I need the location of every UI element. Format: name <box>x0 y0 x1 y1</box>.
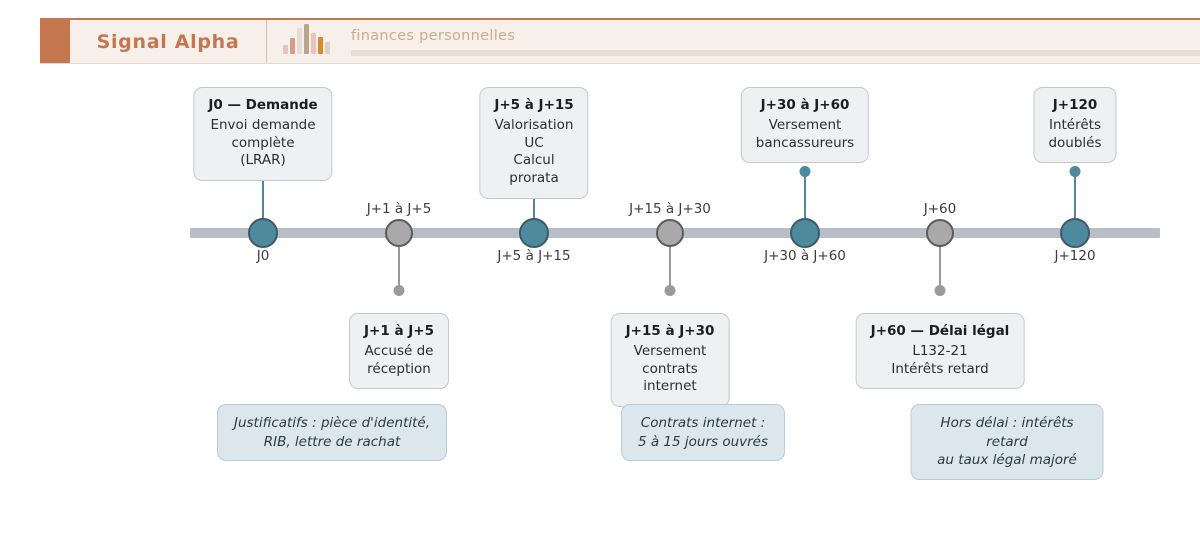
logo-bar-1 <box>282 45 288 54</box>
card-body: Accusé de réception <box>364 342 434 377</box>
axis-label-j5-j15: J+5 à J+15 <box>497 248 571 264</box>
logo-bar-6 <box>317 37 323 54</box>
stem-cap-dot <box>934 285 946 296</box>
card-title: J+5 à J+15 <box>494 97 574 113</box>
subtitle-container: finances personnelles <box>345 20 1200 63</box>
stem-line <box>533 171 535 233</box>
timeline-marker-j60[interactable] <box>926 219 954 247</box>
stem-line <box>939 233 941 291</box>
card-title: J+1 à J+5 <box>364 323 434 339</box>
card-title: J+15 à J+30 <box>625 323 715 339</box>
card-body: L132-21 Intérêts retard <box>891 342 989 377</box>
card-title: J+60 — Délai légal <box>870 323 1010 339</box>
card-body: Versement bancassureurs <box>755 116 855 151</box>
axis-label-j60: J+60 <box>923 201 957 217</box>
stem-line <box>398 233 400 291</box>
subtitle-text: finances personnelles <box>351 27 516 44</box>
stem-cap-dot <box>393 285 405 296</box>
card-body: Intérêts doublés <box>1048 116 1102 151</box>
axis-label-j15-j30: J+15 à J+30 <box>629 201 711 217</box>
axis-label-j0: J0 <box>256 248 270 264</box>
connector-stem-j30-j60 <box>799 166 811 233</box>
card-title: J0 — Demande <box>208 97 318 113</box>
brand-container: Signal Alpha <box>70 20 267 63</box>
connector-stem-j1-j5 <box>393 233 405 296</box>
axis-label-j120: J+120 <box>1054 248 1096 264</box>
note-hors-delai: Hors délai : intérêts retard au taux lég… <box>910 404 1104 480</box>
axis-label-j30-j60: J+30 à J+60 <box>764 248 846 264</box>
connector-stem-j15-j30 <box>664 233 676 296</box>
axis-label-j1-j5: J+1 à J+5 <box>366 201 432 217</box>
note-justificatifs: Justificatifs : pièce d'identité, RIB, l… <box>216 404 448 462</box>
card-title: J+120 <box>1052 97 1098 113</box>
stem-line <box>1074 171 1076 233</box>
bar-chart-icon <box>282 24 330 54</box>
stem-cap-dot <box>1069 166 1081 177</box>
header-bar: Signal Alpha finances personnelles <box>40 18 1200 64</box>
card-body: Valorisation UC Calcul prorata <box>494 116 574 187</box>
note-contrats: Contrats internet : 5 à 15 jours ouvrés <box>620 404 786 462</box>
timeline-marker-j0[interactable] <box>248 218 278 248</box>
logo-bar-5 <box>310 33 316 54</box>
timeline-marker-j1-j5[interactable] <box>385 219 413 247</box>
card-title: J+30 à J+60 <box>760 97 850 113</box>
timeline-marker-j30-j60[interactable] <box>790 218 820 248</box>
timeline-marker-j15-j30[interactable] <box>656 219 684 247</box>
stem-line <box>262 171 264 233</box>
card-body: Versement contrats internet <box>633 342 707 395</box>
logo-container <box>267 20 345 63</box>
connector-stem-j60 <box>934 233 946 296</box>
stem-line <box>669 233 671 291</box>
logo-bar-3 <box>296 28 302 54</box>
logo-bar-2 <box>289 38 295 54</box>
timeline-marker-j5-j15[interactable] <box>519 218 549 248</box>
logo-bar-7 <box>324 42 330 54</box>
stem-cap-dot <box>799 166 811 177</box>
card-body: Envoi demande complète (LRAR) <box>210 116 316 169</box>
connector-stem-j120 <box>1069 166 1081 233</box>
timeline-marker-j120[interactable] <box>1060 218 1090 248</box>
header-accent-block <box>40 20 70 63</box>
subtitle-divider <box>351 49 1200 56</box>
brand-title: Signal Alpha <box>96 30 240 53</box>
stem-line <box>804 171 806 233</box>
logo-bar-4 <box>303 24 309 54</box>
stem-cap-dot <box>664 285 676 296</box>
